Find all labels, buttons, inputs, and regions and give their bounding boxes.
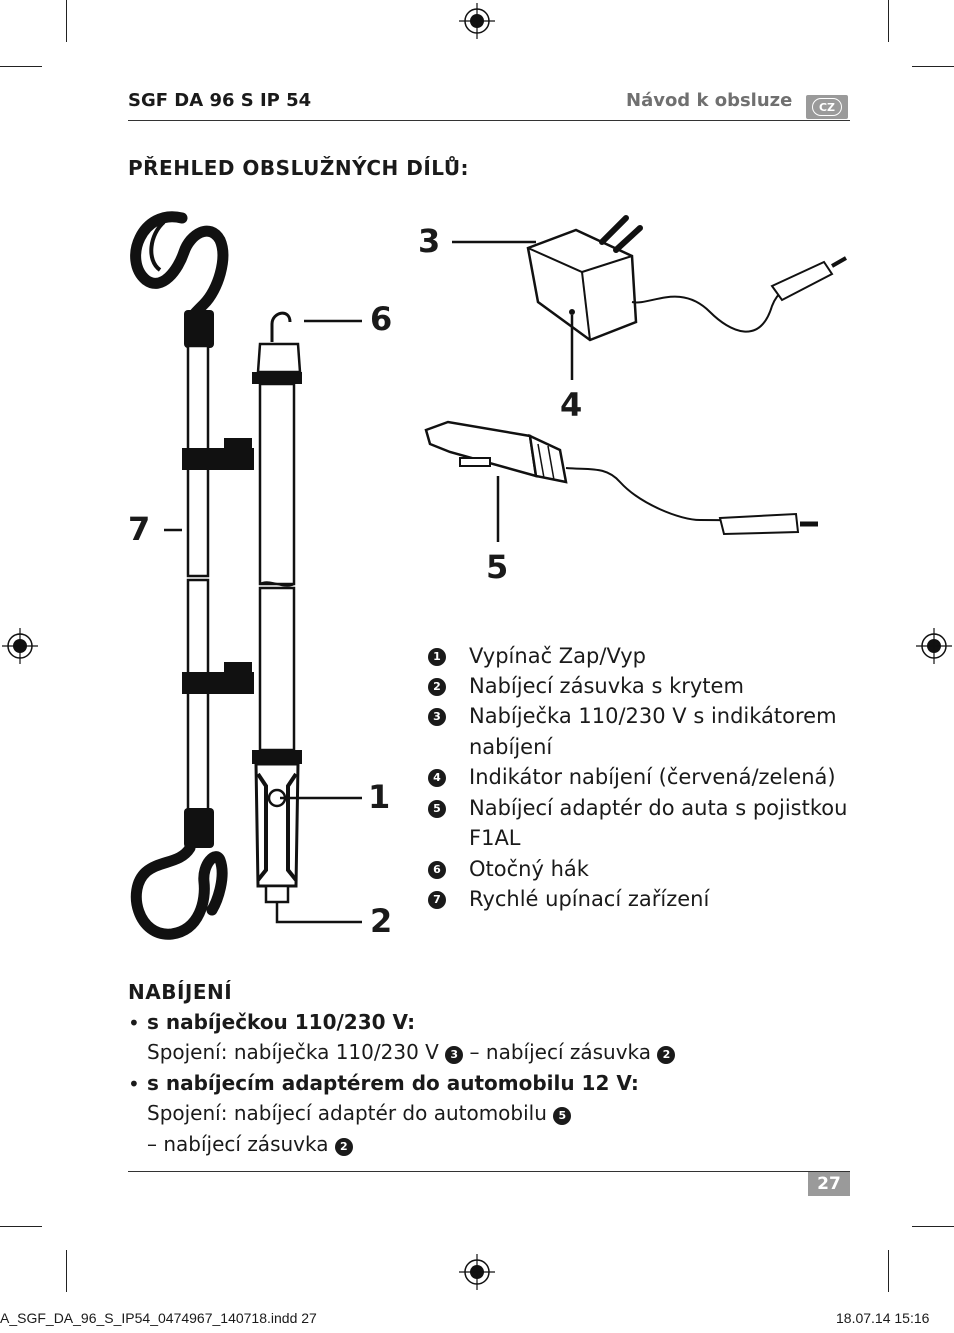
legend-text: Nabíjecí zásuvka s krytem [469,674,744,698]
callout-5: 5 [486,548,509,586]
print-slug-file: A_SGF_DA_96_S_IP54_0474967_140718.indd 2… [0,1310,317,1326]
bullet: • [128,1011,140,1035]
language-badge: CZ [806,95,848,119]
mains-charger-icon [526,215,847,342]
print-slug-date: 18.07.14 15:16 [836,1310,930,1326]
charging-text: – nabíjecí zásuvka [469,1040,652,1064]
charging-text: Spojení: nabíječka 110/230 V [147,1040,439,1064]
crop-mark [66,0,67,42]
charging-item-heading: s nabíječkou 110/230 V: [147,1010,416,1034]
registration-mark-icon [916,628,952,664]
crop-mark [912,1226,954,1227]
registration-mark-icon [459,1254,495,1290]
registration-mark-icon [459,3,495,39]
inline-number: 5 [553,1107,572,1125]
crop-mark [888,0,889,42]
charging-item-text: Spojení: nabíjecí adaptér do automobilu … [147,1101,572,1125]
parts-illustration [130,211,847,940]
crop-mark [66,1250,67,1292]
legend-number: 6 [428,861,446,879]
legend-number: 4 [428,769,446,787]
charging-title: NABÍJENÍ [128,980,233,1004]
bullet: • [128,1072,140,1096]
legend-number: 1 [428,648,446,666]
header-rule [128,120,850,121]
overview-title: PŘEHLED OBSLUŽNÝCH DÍLŮ: [128,156,470,180]
legend-number: 5 [428,800,446,818]
callout-3: 3 [418,222,441,260]
inline-number: 2 [657,1046,676,1064]
crop-mark [912,66,954,67]
callout-1: 1 [368,778,391,816]
manual-title: Návod k obsluze [626,90,793,111]
legend-text: Nabíječka 110/230 V s indikátorem [469,704,837,728]
legend-number: 3 [428,708,446,726]
quick-clamp-strap-icon [130,211,254,940]
work-lamp-icon [252,311,302,904]
crop-mark [0,66,42,67]
inline-number: 2 [334,1138,353,1156]
legend-text: Vypínač Zap/Vyp [469,644,647,668]
charging-text: – nabíjecí zásuvka [147,1132,329,1156]
footer-rule [128,1171,850,1172]
legend-text: Nabíjecí adaptér do auta s pojistkou [469,796,848,820]
callout-4: 4 [560,386,583,424]
legend-text: F1AL [469,826,521,850]
charging-text: Spojení: nabíjecí adaptér do automobilu [147,1101,547,1125]
charging-item-heading: s nabíjecím adaptérem do automobilu 12 V… [147,1071,639,1095]
car-charging-adapter-icon [424,420,818,536]
language-badge-label: CZ [812,98,842,116]
legend-text: nabíjení [469,735,553,759]
charging-item-text: Spojení: nabíječka 110/230 V 3 – nabíjec… [147,1040,676,1064]
legend-text: Otočný hák [469,857,589,881]
page-number: 27 [808,1172,850,1196]
callout-2: 2 [370,902,393,940]
callout-6: 6 [370,300,393,338]
legend-text: Rychlé upínací zařízení [469,887,710,911]
legend-text: Indikátor nabíjení (červená/zelená) [469,765,836,789]
legend-number: 2 [428,678,446,696]
callout-7: 7 [128,510,151,548]
charging-item-text: – nabíjecí zásuvka 2 [147,1132,353,1156]
crop-mark [888,1250,889,1292]
product-code: SGF DA 96 S IP 54 [128,90,312,111]
inline-number: 3 [445,1046,464,1064]
registration-mark-icon [2,628,38,664]
legend-number: 7 [428,891,446,909]
crop-mark [0,1226,42,1227]
